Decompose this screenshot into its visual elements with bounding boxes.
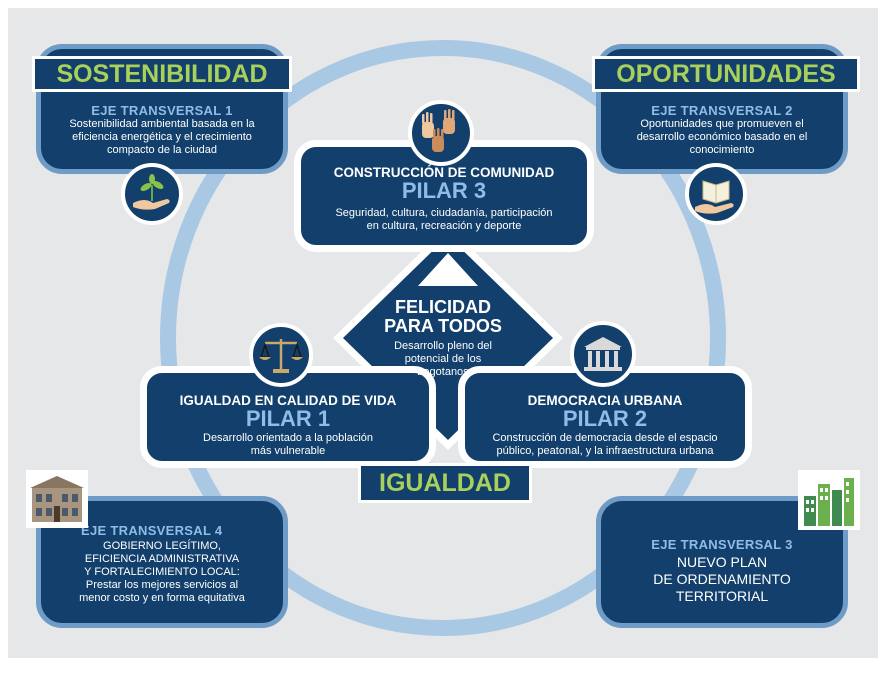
eje3-line2: DE ORDENAMIENTO — [653, 571, 791, 587]
pilar2-desc-line2: público, peatonal, y la infraestructura … — [496, 445, 714, 457]
pilar2-name: PILAR 2 — [562, 406, 648, 431]
eje3-line3: TERRITORIAL — [675, 588, 769, 604]
eje4-icon-frame — [26, 470, 88, 528]
columns-building-icon — [584, 337, 622, 371]
center-triangle — [418, 253, 478, 286]
center-sub-line1: Desarrollo pleno del — [394, 340, 492, 352]
eje4-line1: GOBIERNO LEGÍTIMO, — [103, 540, 221, 552]
pilar1-name: PILAR 1 — [245, 406, 331, 431]
outer-ring — [160, 40, 726, 636]
eje4-line2: EFICIENCIA ADMINISTRATIVA — [84, 553, 240, 565]
sostenibilidad-label: SOSTENIBILIDAD — [32, 56, 292, 92]
center-sub-line2: potencial de los — [404, 353, 482, 365]
eje2-icon-circle — [685, 163, 747, 225]
eje4-line3: Y FORTALECIMIENTO LOCAL: — [84, 566, 240, 578]
eje1-text: Sostenibilidad ambiental basada en la ef… — [69, 118, 255, 156]
center-sub-line3: bogotanos — [417, 366, 469, 378]
eje3-icon-frame — [798, 470, 860, 530]
pilar1-icon-circle — [249, 323, 313, 387]
eje3-heading: EJE TRANSVERSAL 3 — [651, 537, 793, 552]
pilar3-icon-circle — [408, 100, 474, 166]
raised-hands-icon — [422, 109, 455, 152]
government-building-icon — [30, 476, 84, 522]
pilar3-desc-line1: Seguridad, cultura, ciudadanía, particip… — [335, 207, 553, 219]
pilar2-icon-circle — [570, 321, 636, 387]
pilar1-title: IGUALDAD EN CALIDAD DE VIDA — [179, 393, 397, 408]
center-title-line2: PARA TODOS — [384, 316, 502, 336]
scales-icon — [259, 339, 303, 373]
pilar3-desc-line2: en cultura, recreación y deporte — [366, 220, 522, 232]
eje4-line5: menor costo y en forma equitativa — [79, 592, 245, 604]
eje1-box: EJE TRANSVERSAL 1 Sostenibilidad ambient… — [36, 44, 288, 174]
eje1-icon-circle — [121, 163, 183, 225]
center-text: FELICIDAD PARA TODOS Desarrollo pleno de… — [373, 298, 513, 379]
plant-in-hand-icon — [133, 174, 170, 210]
oportunidades-label: OPORTUNIDADES — [592, 56, 860, 92]
center-title-line1: FELICIDAD — [395, 297, 491, 317]
pilar3-name: PILAR 3 — [401, 178, 487, 203]
eje1-heading: EJE TRANSVERSAL 1 — [91, 103, 233, 118]
eje4-heading: EJE TRANSVERSAL 4 — [81, 523, 223, 538]
pilar3-title: CONSTRUCCIÓN DE COMUNIDAD — [333, 165, 555, 180]
pilar1-desc-line1: Desarrollo orientado a la población — [203, 432, 373, 444]
pilar2-title: DEMOCRACIA URBANA — [527, 393, 683, 408]
pilar1-desc-line2: más vulnerable — [250, 445, 326, 457]
eje2-heading: EJE TRANSVERSAL 2 — [651, 103, 793, 118]
pilar2-desc-line1: Construcción de democracia desde el espa… — [492, 432, 718, 444]
book-in-hand-icon — [695, 180, 734, 214]
eje2-text: Oportunidades que promueven el desarroll… — [636, 118, 808, 156]
diagram-canvas: EJE TRANSVERSAL 1 Sostenibilidad ambient… — [8, 8, 878, 658]
igualdad-label: IGUALDAD — [358, 463, 532, 503]
eje4-line4: Prestar los mejores servicios al — [85, 579, 239, 591]
city-buildings-icon — [804, 478, 854, 526]
eje3-line1: NUEVO PLAN — [676, 554, 768, 570]
